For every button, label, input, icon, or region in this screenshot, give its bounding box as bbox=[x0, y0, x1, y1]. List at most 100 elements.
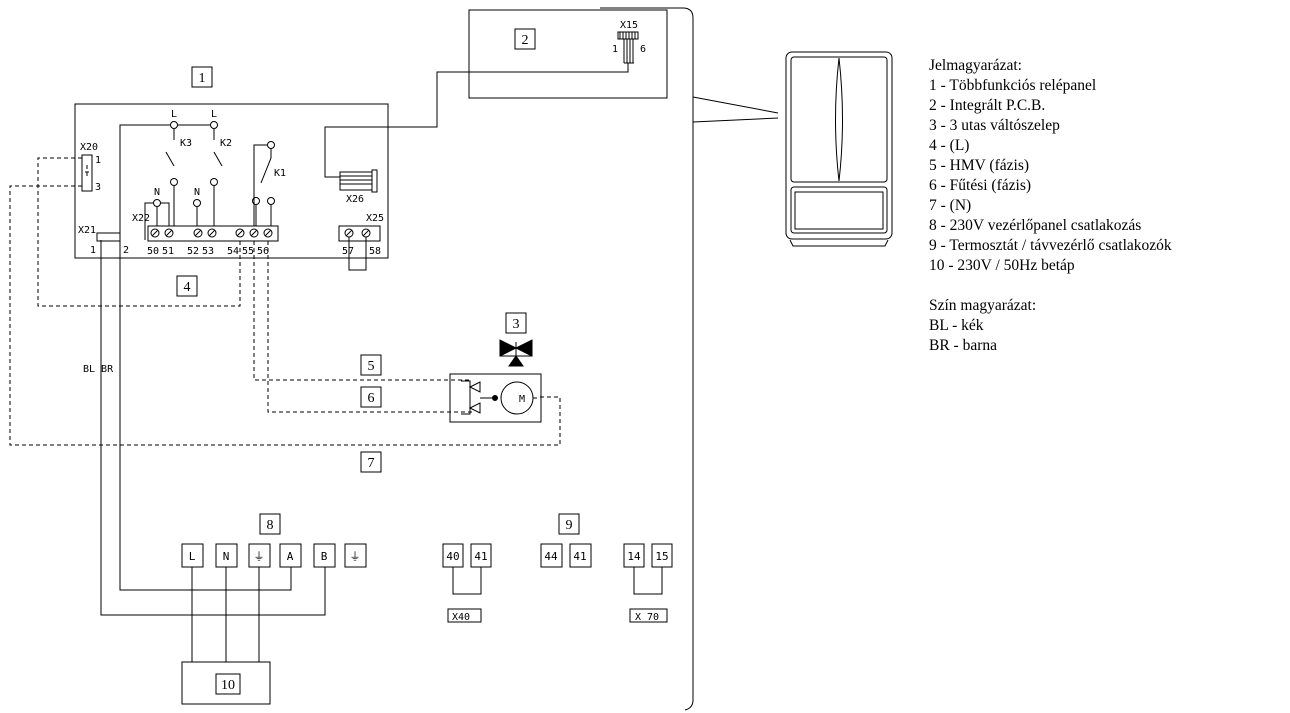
l-label-left: L bbox=[171, 109, 177, 120]
label-1: 1 bbox=[199, 71, 206, 86]
x22-label: X22 bbox=[132, 213, 150, 224]
terminal-56: 56 bbox=[257, 246, 269, 257]
terminal-8-earth: ⏚ bbox=[254, 550, 265, 563]
legend-title: Jelmagyarázat: bbox=[929, 57, 1022, 74]
valve-body-icon bbox=[499, 339, 533, 367]
label-5: 5 bbox=[368, 359, 375, 374]
x20-connector bbox=[81, 154, 93, 192]
terminal-8-a: A bbox=[287, 550, 294, 563]
legend-item: 5 - HMV (fázis) bbox=[929, 157, 1030, 174]
terminal-58: 58 bbox=[369, 246, 381, 257]
x20-pin3: 3 bbox=[95, 182, 101, 193]
label-box-5 bbox=[360, 354, 382, 376]
boiler-appliance-icon bbox=[785, 51, 893, 247]
terminal-51: 51 bbox=[162, 246, 174, 257]
label-6: 6 bbox=[368, 391, 375, 406]
mains-supply-box bbox=[181, 661, 271, 705]
x40-tag bbox=[447, 608, 482, 623]
legend-item: 10 - 230V / 50Hz betáp bbox=[929, 257, 1075, 274]
x15-pin1: 1 bbox=[612, 44, 618, 55]
color-legend-item: BL - kék bbox=[929, 317, 984, 334]
terminal-8-b: B bbox=[321, 550, 328, 563]
relay-k1 bbox=[252, 141, 275, 226]
label-box-7 bbox=[360, 451, 382, 473]
label-box-9 bbox=[558, 513, 580, 535]
terminal-9-14: 14 bbox=[627, 550, 641, 563]
x40-label: X40 bbox=[452, 612, 470, 623]
x21-pin2: 2 bbox=[123, 245, 129, 256]
label-box-1 bbox=[191, 66, 213, 88]
motor-label: M bbox=[519, 394, 525, 405]
terminal-9-41b: 41 bbox=[573, 550, 586, 563]
terminal-strip-x22 bbox=[147, 225, 279, 242]
terminal-57: 57 bbox=[342, 246, 354, 257]
label-box-10 bbox=[215, 673, 241, 695]
terminal-9-41a: 41 bbox=[474, 550, 487, 563]
terminal-9-15: 15 bbox=[655, 550, 668, 563]
k3-label: K3 bbox=[180, 138, 192, 149]
wire-colors-label: BL BR bbox=[83, 364, 114, 375]
x70-label: X 70 bbox=[635, 612, 659, 623]
legend-item: 2 - Integrált P.C.B. bbox=[929, 97, 1046, 114]
x20-pin1: 1 bbox=[95, 155, 101, 166]
x21-pin1: 1 bbox=[90, 245, 96, 256]
terminal-54: 54 bbox=[227, 246, 239, 257]
label-7: 7 bbox=[368, 456, 375, 471]
x21-label: X21 bbox=[78, 225, 96, 236]
terminal-55: 55 bbox=[242, 246, 254, 257]
legend: Jelmagyarázat: 1 - Többfunkciós relépane… bbox=[929, 56, 1284, 356]
wire-5-dhw-phase bbox=[253, 241, 472, 381]
x25-jumper bbox=[348, 237, 367, 271]
legend-item: 7 - (N) bbox=[929, 197, 972, 214]
k2-label: K2 bbox=[220, 138, 232, 149]
n-label-left: N bbox=[154, 187, 160, 198]
terminal-52: 52 bbox=[187, 246, 199, 257]
k1-label: K1 bbox=[274, 168, 286, 179]
terminal-9-40: 40 bbox=[446, 550, 459, 563]
x20-label: X20 bbox=[80, 142, 98, 153]
terminal-53: 53 bbox=[202, 246, 214, 257]
three-way-valve bbox=[449, 342, 542, 423]
label-box-6 bbox=[360, 386, 382, 408]
wire-6-heating-phase bbox=[267, 241, 472, 413]
label-box-8 bbox=[259, 513, 281, 535]
wire-4-phase bbox=[37, 157, 241, 307]
n-label-right: N bbox=[194, 187, 200, 198]
terminal-8-n: N bbox=[223, 550, 230, 563]
label-2: 2 bbox=[522, 33, 529, 48]
label-10: 10 bbox=[221, 678, 235, 693]
terminal-9-44: 44 bbox=[544, 550, 558, 563]
legend-item: 8 - 230V vezérlőpanel csatlakozás bbox=[929, 217, 1142, 234]
color-legend-item: BR - barna bbox=[929, 337, 998, 354]
l-label-right: L bbox=[211, 109, 217, 120]
x21-connector bbox=[96, 232, 121, 242]
x15-connector bbox=[617, 31, 639, 40]
legend-item: 9 - Termosztát / távvezérlő csatlakozók bbox=[929, 237, 1172, 254]
x70-tag bbox=[629, 608, 668, 623]
legend-item: 3 - 3 utas váltószelep bbox=[929, 117, 1060, 134]
wire-7-neutral bbox=[9, 185, 561, 446]
label-box-2 bbox=[514, 28, 536, 50]
label-4: 4 bbox=[184, 280, 191, 295]
legend-item: 1 - Többfunkciós relépanel bbox=[929, 77, 1097, 94]
relay-panel-box bbox=[74, 103, 389, 259]
label-9: 9 bbox=[566, 518, 573, 533]
legend-item: 6 - Fűtési (fázis) bbox=[929, 177, 1032, 194]
legend-spacer bbox=[929, 276, 1284, 296]
x15-pin6: 6 bbox=[640, 44, 646, 55]
cable-br bbox=[100, 240, 326, 616]
label-box-3 bbox=[505, 312, 527, 334]
x15-label: X15 bbox=[620, 20, 638, 31]
label-3: 3 bbox=[513, 317, 520, 332]
terminal-50: 50 bbox=[147, 246, 159, 257]
terminal-strip-x25 bbox=[338, 225, 381, 242]
relay-k2 bbox=[178, 121, 223, 226]
x25-label: X25 bbox=[366, 213, 384, 224]
x26-label: X26 bbox=[346, 194, 364, 205]
terminal-screws bbox=[150, 228, 273, 238]
label-box-4 bbox=[176, 275, 198, 297]
legend-item: 4 - (L) bbox=[929, 137, 970, 154]
color-legend-title: Szín magyarázat: bbox=[929, 297, 1037, 314]
integrated-pcb-box bbox=[468, 9, 668, 99]
